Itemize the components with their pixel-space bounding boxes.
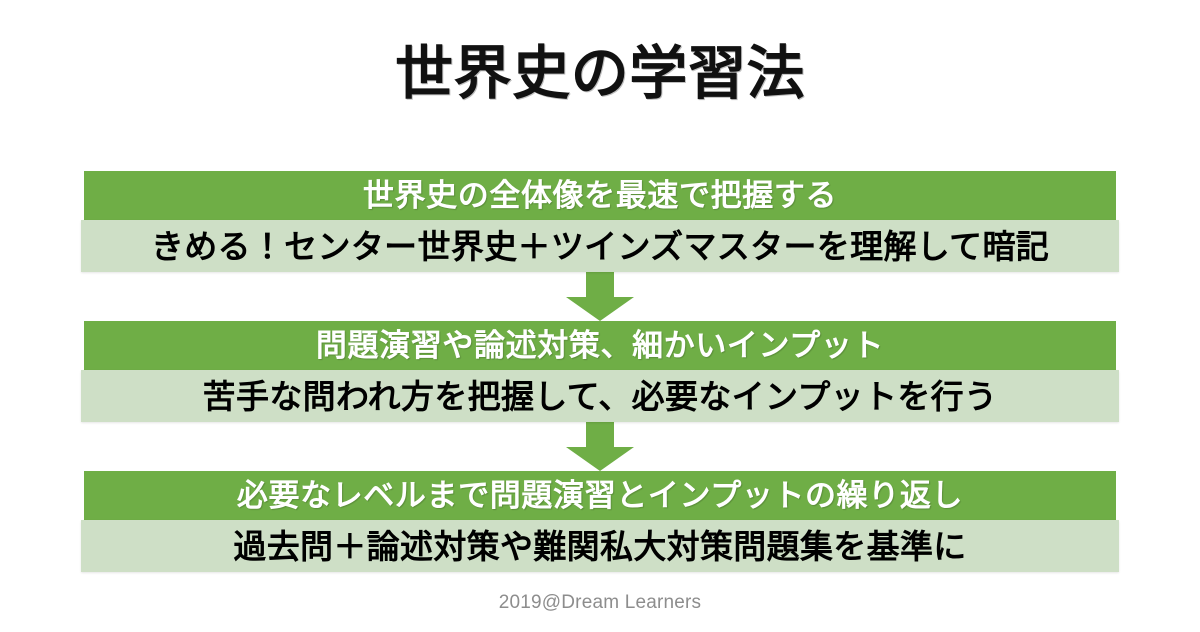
flowchart: 世界史の全体像を最速で把握する きめる！センター世界史＋ツインズマスターを理解し… (0, 171, 1200, 572)
step-2-header-band: 問題演習や論述対策、細かいインプット (84, 321, 1116, 370)
step-3-header-band: 必要なレベルまで問題演習とインプットの繰り返し (84, 471, 1116, 520)
footer-credit: 2019@Dream Learners (498, 592, 702, 613)
step-3-detail: 過去問＋論述対策や難関私大対策問題集を基準に (233, 527, 967, 565)
step-1-header-band: 世界史の全体像を最速で把握する (84, 171, 1116, 220)
step-2-detail: 苦手な問われ方を把握して、必要なインプットを行う (202, 377, 998, 415)
flow-step-2: 問題演習や論述対策、細かいインプット 苦手な問われ方を把握して、必要なインプット… (81, 321, 1119, 422)
flow-step-3: 必要なレベルまで問題演習とインプットの繰り返し 過去問＋論述対策や難関私大対策問… (81, 471, 1119, 572)
connector-1 (0, 272, 1200, 321)
step-2-headline: 問題演習や論述対策、細かいインプット (315, 328, 885, 363)
step-2-detail-band: 苦手な問われ方を把握して、必要なインプットを行う (81, 370, 1119, 422)
step-3-detail-band: 過去問＋論述対策や難関私大対策問題集を基準に (81, 520, 1119, 572)
step-1-detail: きめる！センター世界史＋ツインズマスターを理解して暗記 (150, 227, 1050, 265)
step-3-headline: 必要なレベルまで問題演習とインプットの繰り返し (236, 478, 964, 513)
flow-step-1: 世界史の全体像を最速で把握する きめる！センター世界史＋ツインズマスターを理解し… (81, 171, 1119, 272)
connector-2 (0, 422, 1200, 471)
arrow-down-icon (566, 272, 634, 321)
arrow-down-icon (566, 422, 634, 471)
page-title: 世界史の学習法 (394, 41, 806, 106)
step-1-detail-band: きめる！センター世界史＋ツインズマスターを理解して暗記 (81, 220, 1119, 272)
step-1-headline: 世界史の全体像を最速で把握する (362, 178, 838, 213)
